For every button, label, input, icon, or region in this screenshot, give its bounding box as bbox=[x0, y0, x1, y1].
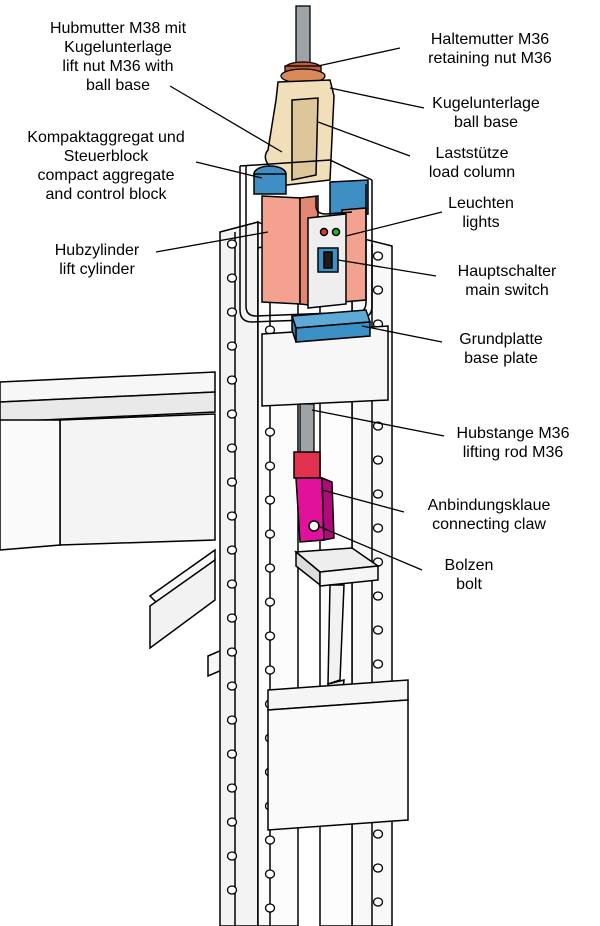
i-beam bbox=[0, 371, 223, 678]
load-column bbox=[264, 79, 335, 187]
label-ball-base: Kugelunterlage ball base bbox=[406, 94, 566, 132]
bolt-hole bbox=[264, 665, 276, 675]
label-line: Laststütze bbox=[435, 145, 509, 162]
base-plate bbox=[290, 309, 372, 343]
retaining-nut bbox=[280, 61, 326, 84]
bolt-hole bbox=[226, 545, 238, 555]
bolt-hole bbox=[264, 869, 276, 879]
label-line: lights bbox=[462, 214, 500, 231]
bolt-hole bbox=[226, 511, 238, 521]
label-line: and control block bbox=[45, 186, 167, 203]
label-line: lifting rod M36 bbox=[462, 444, 564, 461]
bolt-hole bbox=[226, 307, 238, 317]
label-line: Haltemutter M36 bbox=[430, 31, 550, 48]
label-line: ball base bbox=[453, 114, 519, 131]
bolt-hole bbox=[226, 341, 238, 351]
label-line: compact aggregate bbox=[37, 167, 175, 184]
label-load-column: Laststütze load column bbox=[402, 144, 542, 182]
bolt-hole bbox=[226, 851, 238, 861]
label-lift-nut: Hubmutter M38 mit Kugelunterlage lift nu… bbox=[28, 19, 208, 95]
label-line: Kugelunterlage bbox=[64, 39, 172, 56]
bolt-hole bbox=[226, 783, 238, 793]
label-retaining-nut: Haltemutter M36 retaining nut M36 bbox=[400, 30, 580, 68]
bolt-hole bbox=[372, 489, 384, 499]
label-lights: Leuchten lights bbox=[426, 194, 536, 232]
bolt-hole bbox=[226, 715, 238, 725]
label-line: Hubmutter M38 mit bbox=[49, 20, 187, 37]
bolt-hole bbox=[372, 659, 384, 669]
label-connecting-claw: Anbindungsklaue connecting claw bbox=[404, 496, 574, 534]
label-line: connecting claw bbox=[432, 516, 546, 533]
bolt-hole bbox=[264, 597, 276, 607]
label-line: Anbindungsklaue bbox=[427, 497, 551, 514]
bolt-hole bbox=[226, 409, 238, 419]
bolt-hole bbox=[264, 461, 276, 471]
bolt-hole bbox=[264, 427, 276, 437]
bolt-hole bbox=[226, 443, 238, 453]
label-line: base plate bbox=[464, 350, 538, 367]
bolt-hole bbox=[264, 631, 276, 641]
label-line: Kugelunterlage bbox=[432, 95, 540, 112]
bolt-hole bbox=[372, 455, 384, 465]
bolt-hole bbox=[226, 681, 238, 691]
label-line: Leuchten bbox=[448, 195, 514, 212]
bolt-hole bbox=[372, 625, 384, 635]
lift-cylinder bbox=[261, 195, 367, 307]
bolt-hole bbox=[264, 495, 276, 505]
bolt-hole bbox=[264, 529, 276, 539]
label-main-switch: Hauptschalter main switch bbox=[432, 262, 582, 300]
bolt-hole bbox=[372, 285, 384, 295]
bolt-hole bbox=[226, 749, 238, 759]
bolt-hole bbox=[226, 477, 238, 487]
connecting-claw bbox=[293, 451, 335, 543]
control-box bbox=[307, 213, 347, 309]
label-line: Hubstange M36 bbox=[456, 425, 570, 442]
bolt-hole bbox=[372, 829, 384, 839]
label-line: Hubzylinder bbox=[54, 242, 140, 259]
label-line: Hauptschalter bbox=[457, 263, 557, 280]
bolt-hole bbox=[264, 903, 276, 913]
label-line: Steuerblock bbox=[63, 148, 149, 165]
label-line: ball base bbox=[85, 77, 151, 94]
label-base-plate: Grundplatte base plate bbox=[436, 330, 566, 368]
label-lifting-rod: Hubstange M36 lifting rod M36 bbox=[438, 424, 588, 462]
bolt-hole bbox=[372, 591, 384, 601]
bolt-hole bbox=[372, 863, 384, 873]
bolt-hole bbox=[226, 273, 238, 283]
leader-lines bbox=[155, 47, 445, 571]
label-line: lift nut M36 with bbox=[62, 58, 174, 75]
label-bolt: Bolzen bolt bbox=[424, 556, 514, 594]
bolt-hole bbox=[226, 613, 238, 623]
label-compact-aggregate: Kompaktaggregat und Steuerblock compact … bbox=[0, 128, 212, 204]
bolt-hole bbox=[226, 579, 238, 589]
label-line: retaining nut M36 bbox=[428, 50, 552, 67]
label-line: load column bbox=[428, 164, 516, 181]
bolt-hole bbox=[264, 835, 276, 845]
bolt-hole bbox=[372, 251, 384, 261]
bolt-hole bbox=[226, 885, 238, 895]
compact-aggregate bbox=[253, 165, 369, 217]
bolt-hole bbox=[226, 647, 238, 657]
label-line: bolt bbox=[456, 576, 482, 593]
label-line: lift cylinder bbox=[59, 261, 135, 278]
label-lift-cylinder: Hubzylinder lift cylinder bbox=[32, 241, 162, 279]
bolt-hole bbox=[372, 897, 384, 907]
lower-bracket bbox=[267, 547, 409, 831]
bolt-hole bbox=[372, 523, 384, 533]
label-line: Bolzen bbox=[444, 557, 494, 574]
bolt-hole bbox=[226, 239, 238, 249]
label-line: Grundplatte bbox=[459, 331, 543, 348]
label-line: Kompaktaggregat und bbox=[27, 129, 185, 146]
bolt-hole bbox=[226, 817, 238, 827]
bolt-hole bbox=[264, 563, 276, 573]
label-line: main switch bbox=[465, 282, 549, 299]
bolt-hole bbox=[226, 375, 238, 385]
